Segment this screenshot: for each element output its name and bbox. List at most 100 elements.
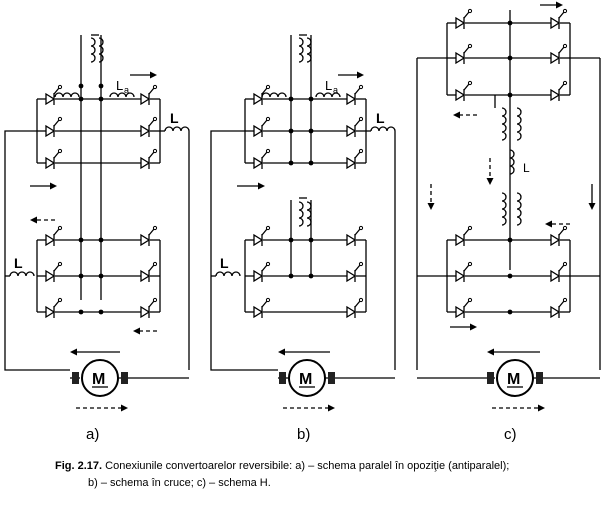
coil-symbol <box>261 92 287 98</box>
thyristor-symbol <box>346 297 364 319</box>
thyristor-symbol <box>253 261 271 283</box>
thyristor-symbol <box>550 80 568 102</box>
figure-caption: Fig. 2.17. Conexiunile convertoarelor re… <box>55 458 595 492</box>
coil-symbol <box>215 271 241 277</box>
junction-dot <box>288 96 294 102</box>
inductance-label: L <box>116 78 123 93</box>
junction-dot <box>308 96 314 102</box>
coil-symbol <box>306 37 312 63</box>
junction-dot <box>507 309 513 315</box>
solid-arrow <box>540 1 563 9</box>
thyristor-symbol <box>550 297 568 319</box>
thyristor-symbol <box>45 297 63 319</box>
thyristor-symbol <box>140 148 158 170</box>
thyristor-symbol <box>455 261 473 283</box>
dashed-arrow <box>283 404 335 412</box>
dashed-arrow <box>453 111 477 119</box>
thyristor-symbol <box>550 261 568 283</box>
solid-arrow <box>70 348 120 356</box>
solid-arrow <box>487 348 540 356</box>
inductor-label: L <box>376 110 385 126</box>
thyristor-symbol <box>45 116 63 138</box>
thyristor-symbol <box>253 297 271 319</box>
junction-dot <box>78 309 84 315</box>
thyristor-symbol <box>140 84 158 106</box>
junction-dot <box>288 273 294 279</box>
thyristor-symbol <box>455 225 473 247</box>
panel-label-b: b) <box>297 426 311 443</box>
solid-arrow <box>450 323 477 331</box>
junction-dot <box>288 128 294 134</box>
coil-symbol <box>109 92 135 98</box>
thyristor-symbol <box>253 148 271 170</box>
coil-symbol <box>370 126 396 132</box>
thyristor-symbol <box>140 225 158 247</box>
thyristor-symbol <box>346 225 364 247</box>
coil-symbol <box>501 107 507 141</box>
coil-symbol <box>98 37 104 63</box>
coil-symbol <box>509 149 515 175</box>
thyristor-symbol <box>455 43 473 65</box>
solid-arrow <box>130 71 157 79</box>
thyristor-symbol <box>550 225 568 247</box>
coil-symbol <box>306 201 312 227</box>
caption-line-2: b) – schema în cruce; c) – schema H. <box>88 477 271 489</box>
coil-symbol <box>516 107 522 141</box>
inductance-sub: a <box>333 85 338 95</box>
thyristor-symbol <box>140 261 158 283</box>
dashed-arrow <box>545 220 570 228</box>
thyristor-symbol <box>253 225 271 247</box>
thyristor-symbol <box>550 8 568 30</box>
motor-label: M <box>299 371 312 388</box>
inductor-label: L <box>220 255 229 271</box>
caption-line-1: Conexiunile convertoarelor reversibile: … <box>105 460 510 472</box>
solid-arrow <box>278 348 330 356</box>
thyristor-symbol <box>140 116 158 138</box>
motor-symbol: M <box>279 359 335 397</box>
thyristor-symbol <box>45 225 63 247</box>
coil-symbol <box>516 192 522 226</box>
panel-label-a: a) <box>86 426 100 443</box>
thyristor-symbol <box>45 84 63 106</box>
coil-symbol <box>501 192 507 226</box>
inductor-label: L <box>523 161 530 175</box>
thyristor-symbol <box>346 116 364 138</box>
coil-symbol <box>90 37 96 63</box>
dashed-arrow <box>76 404 128 412</box>
coil-symbol <box>298 201 304 227</box>
motor-label: M <box>507 371 520 388</box>
caption-number: Fig. 2.17. <box>55 460 103 472</box>
dashed-arrow <box>492 404 545 412</box>
junction-dot <box>78 273 84 279</box>
dashed-arrow <box>427 184 435 210</box>
inductor-label: L <box>14 255 23 271</box>
thyristor-symbol <box>455 80 473 102</box>
panel-c-schematic: LM <box>416 1 601 412</box>
thyristor-symbol <box>346 261 364 283</box>
dashed-arrow <box>486 158 494 185</box>
thyristor-symbol <box>455 8 473 30</box>
thyristor-symbol <box>550 43 568 65</box>
junction-dot <box>507 55 513 61</box>
junction-dot <box>98 309 104 315</box>
thyristor-symbol <box>253 116 271 138</box>
junction-dot <box>308 237 314 243</box>
panel-label-c: c) <box>504 426 517 443</box>
junction-dot <box>288 160 294 166</box>
motor-symbol: M <box>72 359 128 397</box>
junction-dot <box>78 237 84 243</box>
junction-dot <box>308 273 314 279</box>
junction-dot <box>507 273 513 279</box>
junction-dot <box>507 237 513 243</box>
thyristor-symbol <box>346 148 364 170</box>
junction-dot <box>308 160 314 166</box>
junction-dot <box>288 237 294 243</box>
solid-arrow <box>588 184 596 210</box>
junction-dot <box>98 96 104 102</box>
junction-dot <box>78 83 84 89</box>
inductance-label: L <box>325 78 332 93</box>
junction-dot <box>507 20 513 26</box>
